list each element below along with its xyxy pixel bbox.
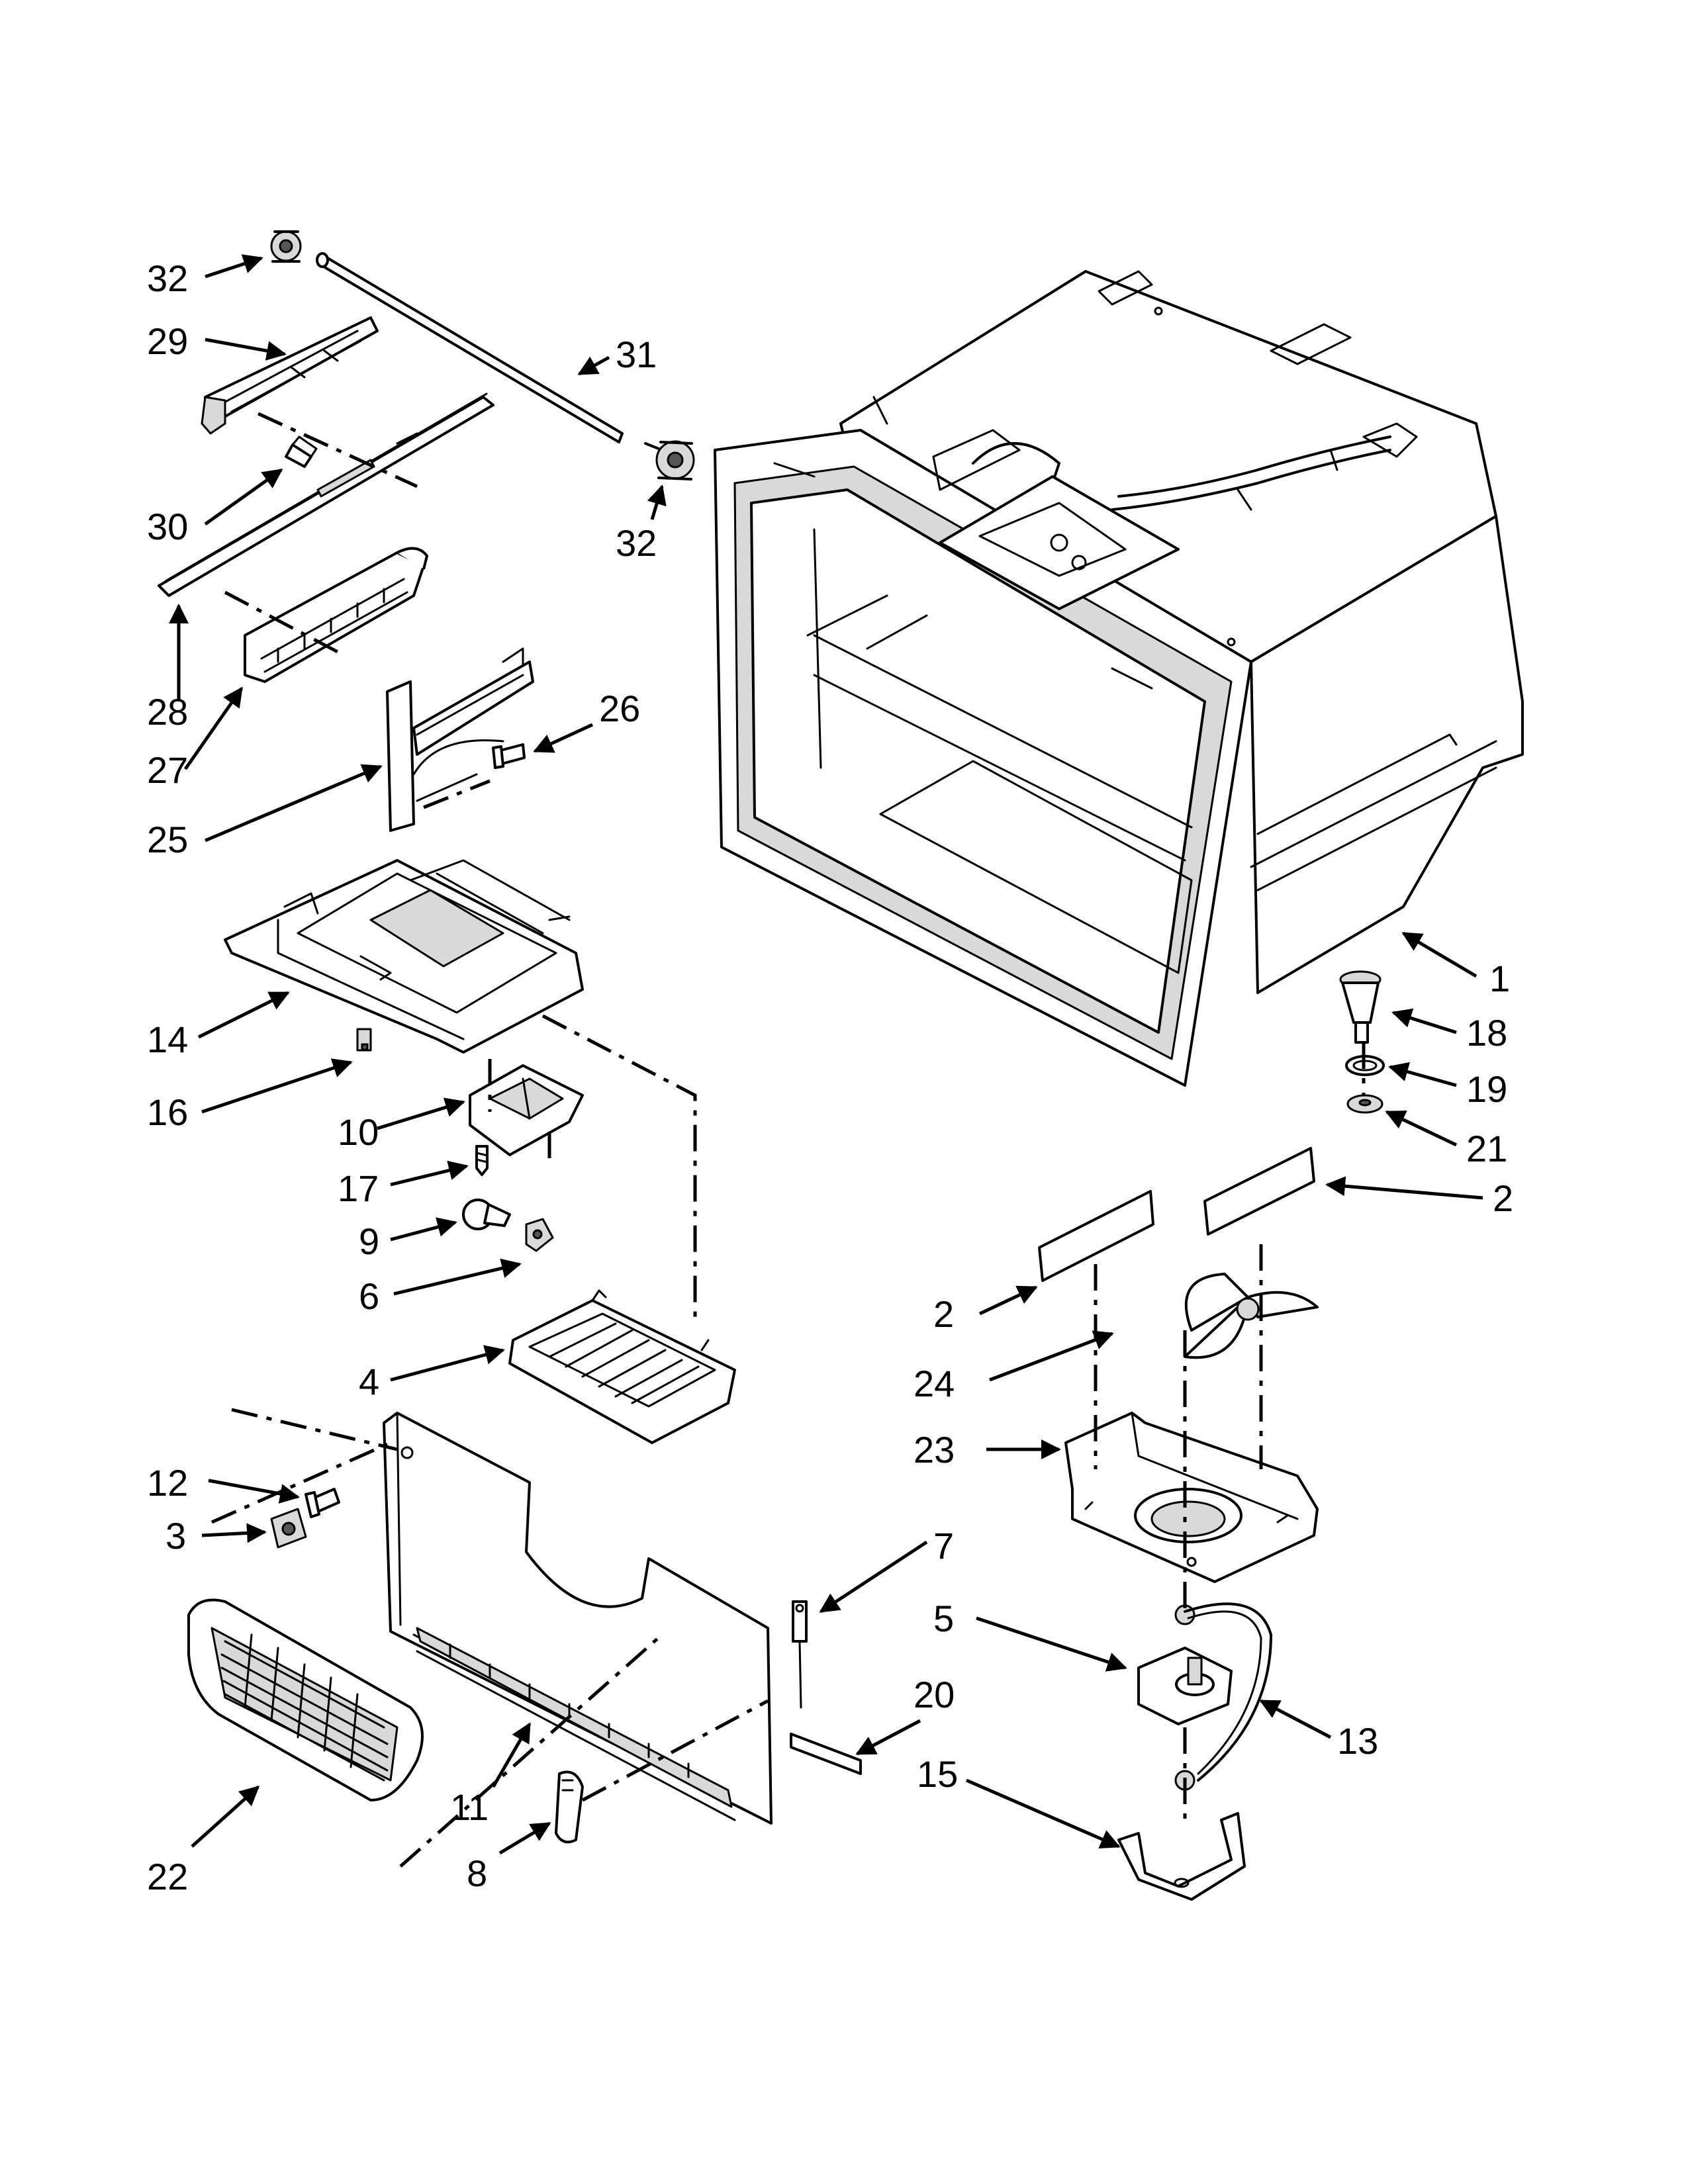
screw-30 bbox=[285, 435, 318, 468]
thermistor-7 bbox=[792, 1600, 808, 1709]
label-2-right: 2 bbox=[1493, 1177, 1513, 1219]
switch-16 bbox=[356, 1028, 372, 1052]
slide-rail-28 bbox=[158, 392, 494, 597]
label-27: 27 bbox=[147, 749, 188, 791]
label-20: 20 bbox=[914, 1674, 955, 1715]
label-5: 5 bbox=[933, 1598, 954, 1639]
rod-31 bbox=[316, 252, 624, 443]
label-2-left: 2 bbox=[933, 1293, 954, 1335]
foam-strip-20 bbox=[790, 1733, 862, 1775]
label-19: 19 bbox=[1466, 1068, 1507, 1110]
label-14: 14 bbox=[147, 1019, 188, 1060]
drain-valve-18 bbox=[1339, 970, 1382, 1044]
label-22: 22 bbox=[147, 1856, 188, 1897]
label-15: 15 bbox=[917, 1753, 958, 1795]
gear-32-lower bbox=[644, 440, 695, 480]
lamp-socket-10 bbox=[469, 1064, 584, 1156]
label-6: 6 bbox=[359, 1275, 379, 1317]
label-29: 29 bbox=[147, 320, 188, 362]
label-11: 11 bbox=[450, 1786, 489, 1828]
light-housing-14 bbox=[224, 859, 584, 1054]
label-10: 10 bbox=[338, 1111, 379, 1153]
label-16: 16 bbox=[147, 1091, 188, 1133]
light-bulb-9 bbox=[462, 1199, 511, 1230]
label-30: 30 bbox=[147, 506, 188, 547]
label-31: 31 bbox=[616, 334, 657, 375]
freezer-liner bbox=[714, 270, 1524, 1087]
lamp-cover-4 bbox=[508, 1289, 736, 1444]
label-13: 13 bbox=[1337, 1720, 1378, 1762]
label-8: 8 bbox=[467, 1852, 487, 1894]
screw-26 bbox=[492, 743, 526, 769]
foam-pad-2b bbox=[1203, 1147, 1315, 1236]
label-4: 4 bbox=[359, 1361, 379, 1402]
assembly-lines bbox=[211, 412, 1366, 1868]
end-cap-27 bbox=[244, 547, 428, 683]
socket-6 bbox=[525, 1218, 554, 1252]
screw-12 bbox=[305, 1488, 340, 1518]
label-25: 25 bbox=[147, 819, 188, 860]
cap-21 bbox=[1346, 1094, 1383, 1114]
screw-17 bbox=[475, 1145, 489, 1176]
clip-8 bbox=[555, 1770, 584, 1844]
rear-panel-11 bbox=[383, 1412, 773, 1825]
label-3: 3 bbox=[165, 1515, 186, 1557]
label-21: 21 bbox=[1466, 1128, 1507, 1169]
front-grille-22 bbox=[187, 1598, 424, 1801]
bracket-3 bbox=[270, 1508, 307, 1549]
motor-bracket-15 bbox=[1117, 1812, 1246, 1901]
label-9: 9 bbox=[359, 1220, 379, 1262]
label-26: 26 bbox=[599, 688, 640, 729]
callout-labels: 32 29 31 30 32 28 27 26 25 14 16 10 17 9… bbox=[147, 257, 1513, 1897]
leader-arrows bbox=[169, 254, 1483, 1855]
label-18: 18 bbox=[1466, 1012, 1507, 1054]
label-24: 24 bbox=[914, 1363, 955, 1404]
fan-motor-5 bbox=[1137, 1604, 1233, 1791]
label-32-lower: 32 bbox=[616, 522, 657, 564]
fan-blade-24 bbox=[1184, 1273, 1319, 1359]
label-7: 7 bbox=[933, 1525, 954, 1567]
label-1: 1 bbox=[1489, 958, 1510, 999]
fan-shroud-23 bbox=[1064, 1412, 1319, 1583]
label-28: 28 bbox=[147, 691, 188, 733]
label-23: 23 bbox=[914, 1429, 955, 1471]
gear-32-top bbox=[270, 230, 302, 263]
foam-pad-2a bbox=[1038, 1190, 1154, 1282]
label-17: 17 bbox=[338, 1167, 379, 1209]
wire-harness-13 bbox=[1184, 1602, 1272, 1782]
bracket-25 bbox=[386, 647, 534, 832]
label-12: 12 bbox=[147, 1462, 188, 1504]
label-32-top: 32 bbox=[147, 257, 188, 299]
slide-bracket-29 bbox=[201, 316, 379, 435]
